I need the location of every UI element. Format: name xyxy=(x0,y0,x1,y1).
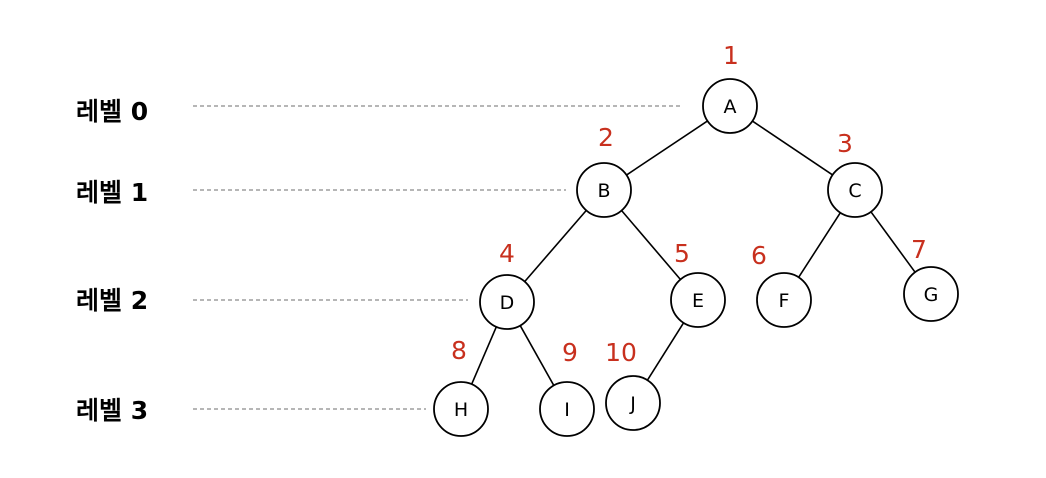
node-label-H: H xyxy=(454,399,468,421)
node-label-I: I xyxy=(564,399,570,421)
edge-D-H xyxy=(470,326,498,385)
tree-edges xyxy=(470,120,916,386)
node-label-G: G xyxy=(924,284,939,306)
node-C: C3 xyxy=(827,129,883,218)
node-I: I9 xyxy=(539,338,595,437)
node-number-I: 9 xyxy=(562,338,578,367)
level-label-0: 레벨 0 xyxy=(76,97,148,126)
node-A: A1 xyxy=(702,41,758,134)
node-number-F: 6 xyxy=(751,241,767,270)
node-circle-D xyxy=(479,274,535,330)
edge-A-C xyxy=(751,120,834,176)
node-number-C: 3 xyxy=(837,129,853,158)
node-E: E5 xyxy=(670,239,726,328)
edge-B-E xyxy=(620,210,682,280)
node-label-C: C xyxy=(848,180,861,202)
node-circle-A xyxy=(702,78,758,134)
node-D: D4 xyxy=(479,239,535,330)
node-label-D: D xyxy=(500,292,515,314)
node-F: F6 xyxy=(751,241,812,328)
node-number-J: 10 xyxy=(605,338,637,367)
node-label-F: F xyxy=(779,290,790,312)
node-label-B: B xyxy=(597,180,610,202)
edge-A-B xyxy=(626,120,708,176)
level-label-2: 레벨 2 xyxy=(76,286,148,315)
node-number-G: 7 xyxy=(911,235,927,264)
node-J: J 10 xyxy=(605,338,661,431)
node-label-A: A xyxy=(724,96,737,118)
level-label-3: 레벨 3 xyxy=(76,396,148,425)
node-circle-J xyxy=(605,375,661,431)
node-circle-E xyxy=(670,272,726,328)
node-number-D: 4 xyxy=(499,239,515,268)
edge-B-D xyxy=(524,209,587,283)
node-circle-G xyxy=(903,266,959,322)
level-label-1: 레벨 1 xyxy=(76,178,148,207)
node-B: B2 xyxy=(576,123,632,218)
node-label-J: J xyxy=(629,393,636,415)
edge-E-J xyxy=(646,322,685,381)
node-G: G7 xyxy=(903,235,959,322)
node-number-E: 5 xyxy=(674,239,690,268)
node-H: H8 xyxy=(433,336,489,437)
node-circle-F xyxy=(756,272,812,328)
edge-C-G xyxy=(870,211,916,273)
edge-D-I xyxy=(519,325,555,386)
node-circle-H xyxy=(433,381,489,437)
node-number-H: 8 xyxy=(451,336,467,365)
edge-C-F xyxy=(797,212,842,278)
node-circle-I xyxy=(539,381,595,437)
node-number-A: 1 xyxy=(723,41,739,70)
node-number-B: 2 xyxy=(598,123,614,152)
node-label-E: E xyxy=(692,290,704,312)
node-circle-C xyxy=(827,162,883,218)
node-circle-B xyxy=(576,162,632,218)
